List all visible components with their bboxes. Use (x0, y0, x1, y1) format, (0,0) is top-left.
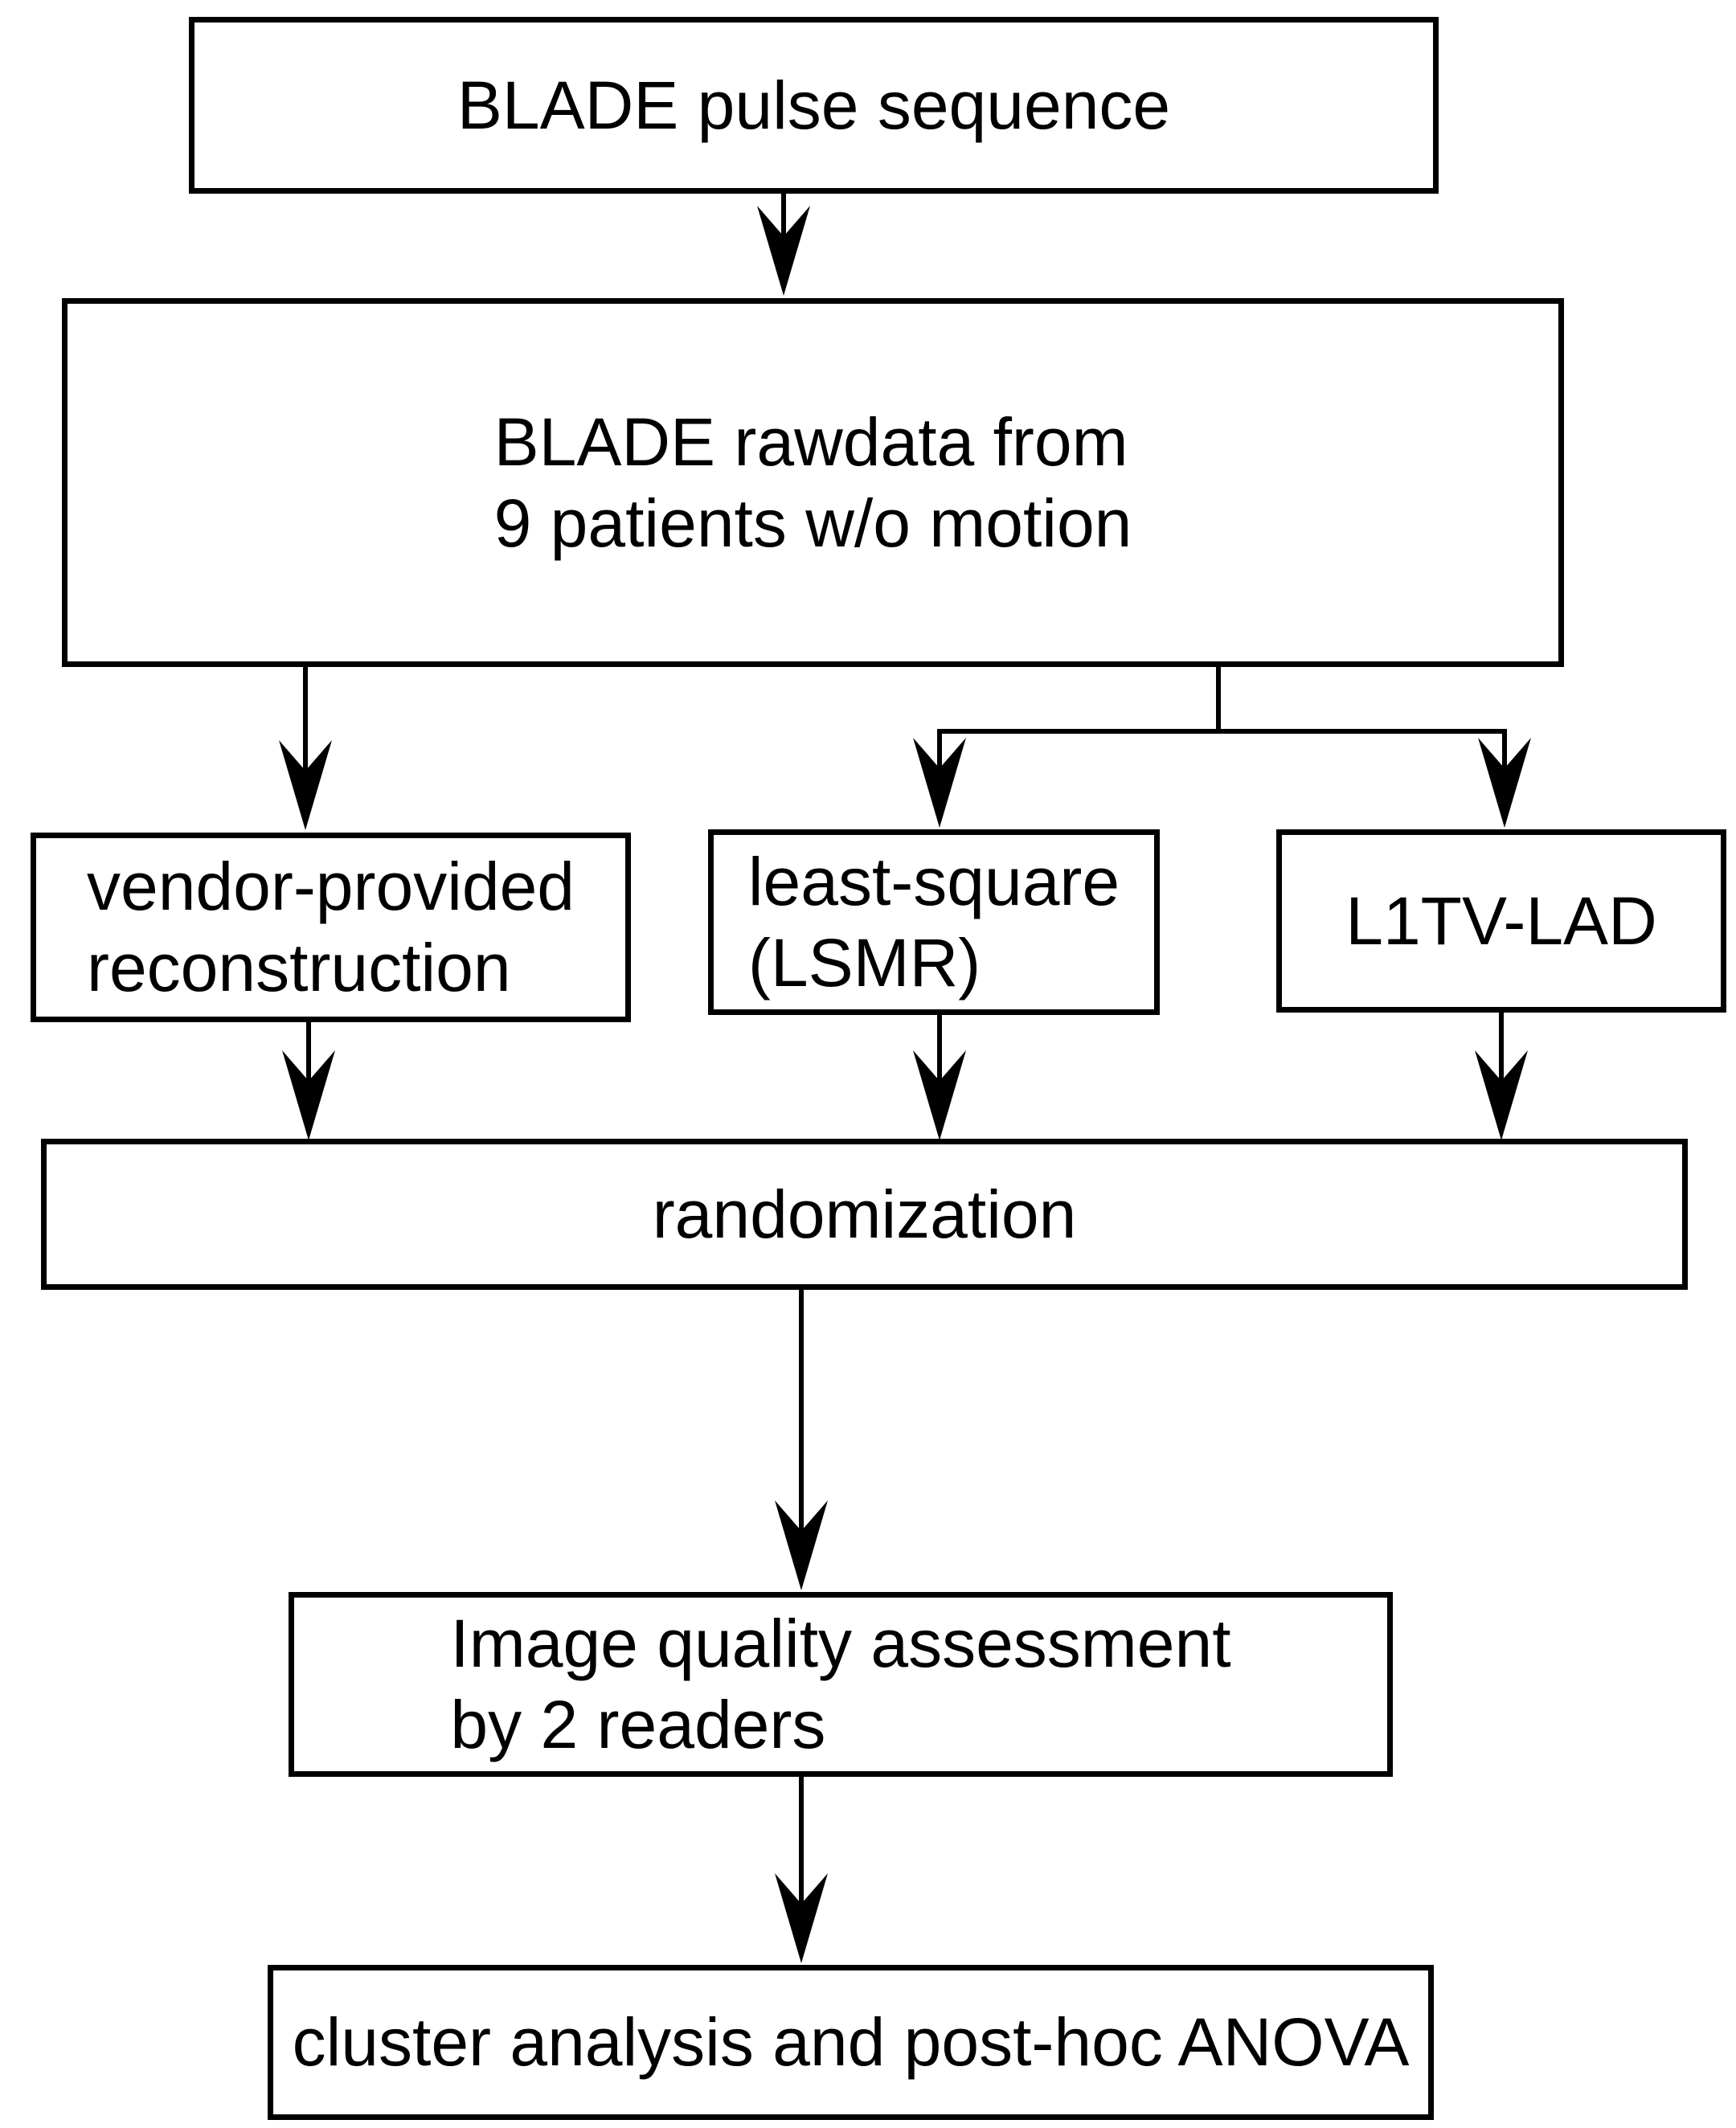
arrow-l1tv-to-randomization (1475, 1013, 1528, 1140)
node-label-line: by 2 readers (450, 1687, 826, 1762)
arrow-lsmr-to-randomization (913, 1015, 966, 1140)
arrow-rawdata-to-vendor (279, 667, 332, 830)
node-label-line: (LSMR) (747, 924, 981, 1001)
node-blade-pulse-sequence: BLADE pulse sequence (189, 17, 1439, 194)
node-label: cluster analysis and post-hoc ANOVA (292, 2004, 1410, 2081)
node-label-line: least-square (747, 843, 1120, 919)
node-l1tv-lad: L1TV-LAD (1276, 829, 1726, 1013)
node-label-line: vendor-provided (86, 849, 575, 925)
arrow-pulse-to-rawdata (757, 194, 810, 296)
node-image-quality-assessment: Image quality assessment by 2 readers (289, 1592, 1393, 1777)
node-label-line: BLADE rawdata from (493, 403, 1128, 480)
node-vendor-provided-reconstruction: vendor-provided reconstruction (31, 833, 631, 1022)
node-label: L1TV-LAD (1345, 882, 1657, 959)
node-label-line: Image quality assessment (450, 1606, 1231, 1682)
node-label: randomization (652, 1176, 1077, 1252)
node-cluster-analysis: cluster analysis and post-hoc ANOVA (268, 1965, 1434, 2120)
arrow-vendor-to-randomization (282, 1022, 335, 1140)
node-randomization: randomization (41, 1139, 1688, 1290)
node-blade-rawdata: BLADE rawdata from 9 patients w/o motion (62, 298, 1564, 667)
node-least-square-lsmr: least-square (LSMR) (708, 829, 1160, 1015)
arrow-iqa-to-cluster (775, 1777, 828, 1963)
node-label-line: 9 patients w/o motion (493, 485, 1132, 561)
node-label-line: reconstruction (86, 930, 511, 1005)
arrow-randomization-to-iqa (775, 1290, 828, 1590)
arrow-rawdata-split (913, 667, 1531, 828)
node-label: BLADE pulse sequence (457, 67, 1171, 143)
